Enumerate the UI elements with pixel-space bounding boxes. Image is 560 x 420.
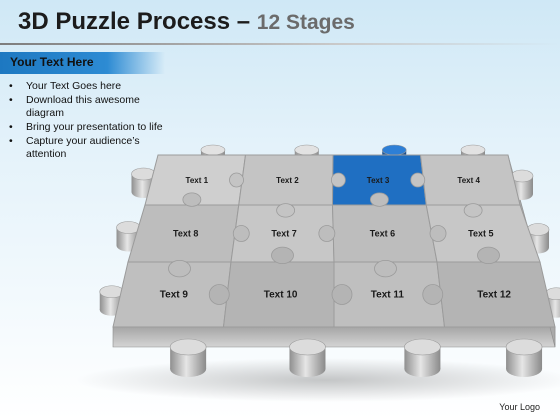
logo-text: Your Logo [499,402,540,412]
puzzle-pieces [112,154,556,328]
puzzle-knob [422,284,444,305]
slide-title: 3D Puzzle Process – 12 Stages [18,8,355,36]
puzzle-knob [271,246,294,265]
sidebar-heading: Your Text Here [10,55,94,69]
puzzle-knob [429,225,447,242]
peg-bottom [505,338,543,377]
puzzle-knob [463,203,483,218]
piece-label: Text 5 [468,229,493,239]
bullet-item: Download this awesome diagram [6,94,166,120]
bullet-item: Bring your presentation to life [6,121,166,134]
piece-label: Text 8 [173,229,198,239]
puzzle-knob [374,259,397,278]
piece-label: Text 12 [477,290,511,301]
piece-label: Text 9 [160,290,189,301]
piece-label: Text 11 [371,290,405,301]
puzzle-knob [229,172,244,188]
piece-label: Text 3 [367,176,390,185]
piece-label: Text 1 [186,176,209,185]
peg-bottom [289,338,326,377]
bullet-item: Capture your audience’s attention [6,135,166,161]
puzzle-knob [477,246,500,265]
peg-bottom [404,338,441,377]
puzzle-piece [436,261,556,328]
title-sub: 12 Stages [256,11,355,34]
puzzle-labels: Text 1 Text 2 Text 3 Text 4 Text 8 Text 7 Text… [160,176,512,301]
puzzle-knob [276,203,296,218]
puzzle-knob [208,284,230,305]
title-main: 3D Puzzle Process – [18,8,251,35]
puzzle-knob [369,192,389,207]
title-divider [0,43,560,45]
sidebar-heading-band: Your Text Here [0,52,165,74]
puzzle-knob [182,192,202,207]
puzzle-knob [331,284,353,305]
piece-label: Text 4 [457,176,480,185]
puzzle-knob [168,259,191,278]
piece-label: Text 7 [271,229,296,239]
puzzle-knobs [168,172,500,305]
puzzle-knob [330,172,346,188]
puzzle-knob [318,225,336,242]
piece-label: Text 6 [370,229,395,239]
peg-bottom [169,338,207,377]
piece-label: Text 10 [264,290,298,301]
piece-label: Text 2 [276,176,299,185]
bullet-list: Your Text Goes here Download this awesom… [6,80,166,162]
puzzle-knob [232,225,250,242]
peg-right [544,287,560,318]
bullet-item: Your Text Goes here [6,80,166,93]
puzzle-knob [410,172,426,188]
